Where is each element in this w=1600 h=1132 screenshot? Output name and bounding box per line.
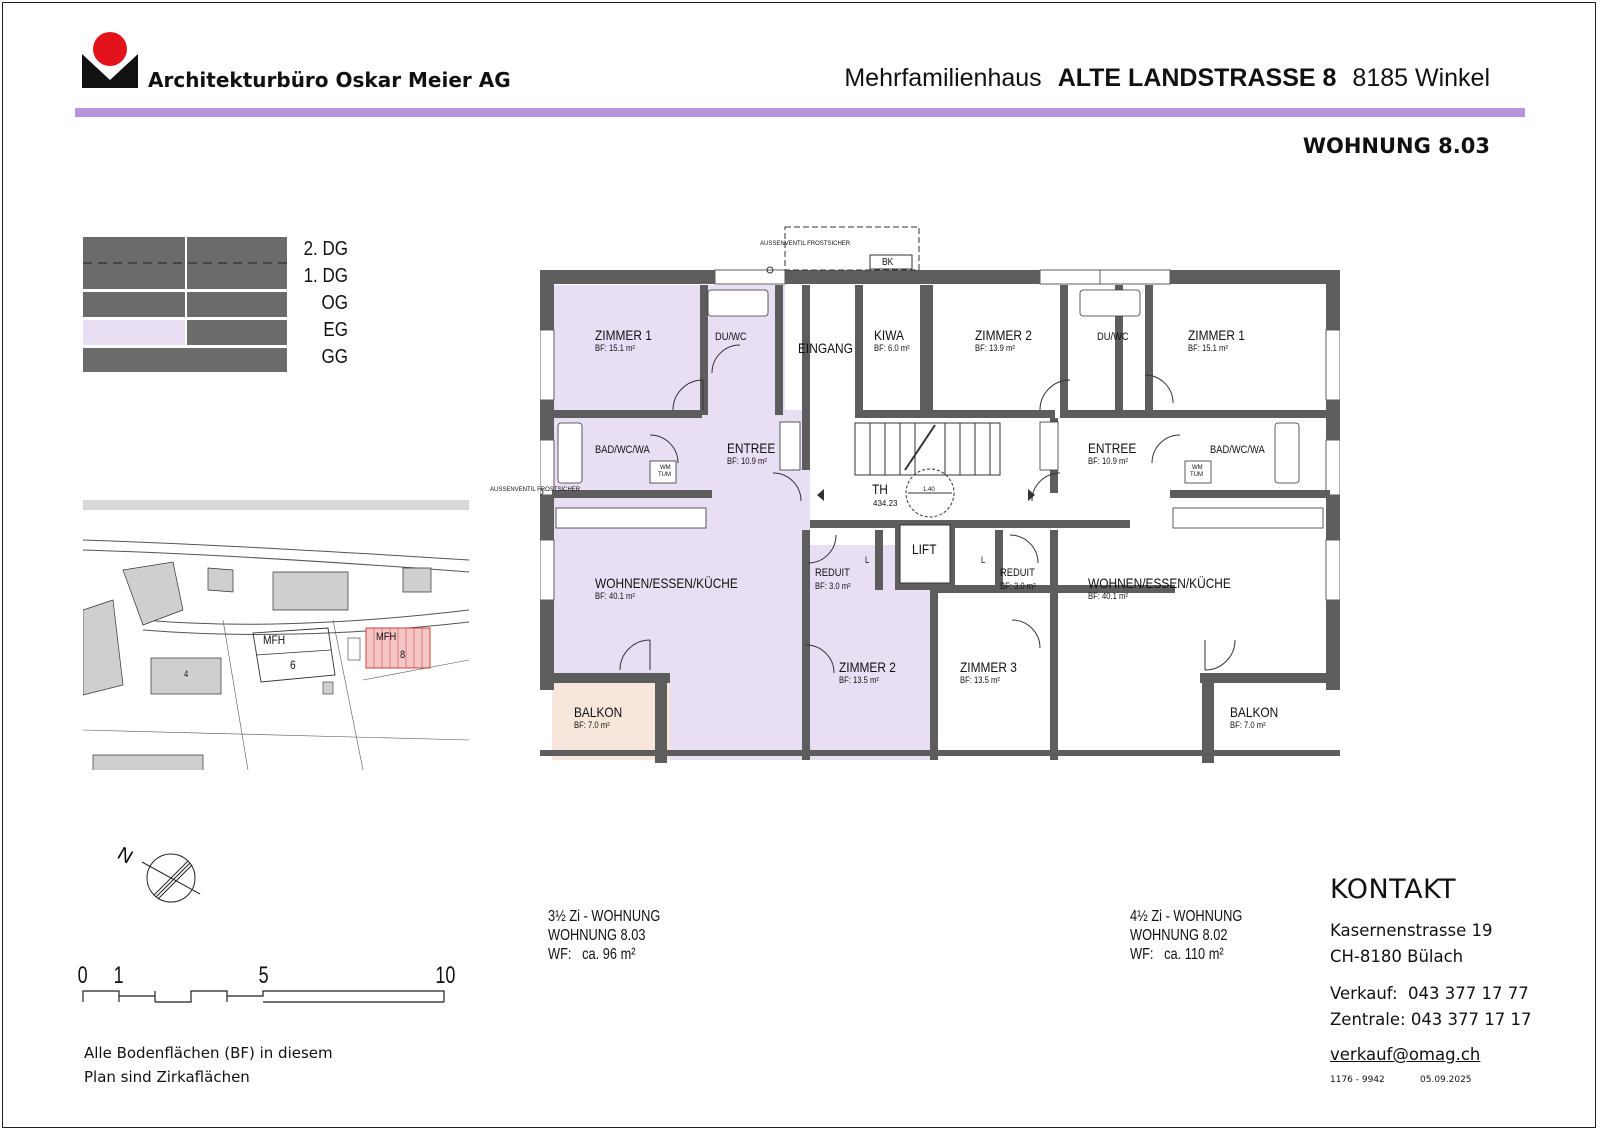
summary-unit: WOHNUNG 8.03 — [548, 927, 646, 944]
summary-unit: WOHNUNG 8.02 — [1130, 927, 1228, 944]
lift-label: LIFT — [912, 541, 937, 557]
highlighted-unit-cell — [83, 320, 185, 345]
project-location: 8185 Winkel — [1352, 64, 1490, 92]
floor-label-gg: GG — [321, 346, 348, 368]
tum-label-left: TUM — [658, 472, 671, 478]
firm-name: Architekturbüro Oskar Meier AG — [148, 68, 511, 92]
contact-central-phone[interactable]: Zentrale: 043 377 17 17 — [1330, 1010, 1532, 1029]
l-label-right: L — [981, 555, 986, 565]
l-label-left: L — [865, 555, 870, 565]
room-bad-right: BAD/WC/WA — [1210, 444, 1265, 456]
north-label: N — [114, 846, 136, 868]
contact-sales-phone[interactable]: Verkauf: 043 377 17 77 — [1330, 984, 1529, 1003]
unit-summary-802: 4½ Zi - WOHNUNG WOHNUNG 8.02 WF: ca. 110… — [1130, 907, 1242, 964]
tum-label-right: TUM — [1190, 472, 1203, 478]
summary-rooms: 4½ Zi - WOHNUNG — [1130, 908, 1243, 925]
unit-summary-803: 3½ Zi - WOHNUNG WOHNUNG 8.03 WF: ca. 96 … — [548, 907, 660, 964]
summary-area: WF: ca. 96 m² — [548, 946, 636, 963]
summary-rooms: 3½ Zi - WOHNUNG — [548, 908, 661, 925]
site-plan-drawing — [83, 500, 469, 770]
scale-label-5: 5 — [258, 962, 269, 989]
floor-label-eg: EG — [323, 319, 348, 341]
stair-level: 434.23 — [873, 499, 898, 508]
floor-stack — [83, 237, 287, 372]
floor-label-og: OG — [321, 292, 348, 314]
unit-title: WOHNUNG 8.03 — [1302, 134, 1490, 158]
north-arrow: N — [114, 846, 201, 903]
bk-label: BK — [882, 257, 894, 268]
floor-label-1dg: 1. DG — [303, 265, 348, 287]
wm-label-right: WM — [1192, 465, 1203, 471]
note-line-2: Plan sind Zirkaflächen — [84, 1068, 250, 1086]
scale-label-0: 0 — [77, 962, 88, 989]
company-logo — [82, 32, 138, 88]
exterior-valve-note-top: AUSSENVENTIL FROSTSICHER — [760, 241, 851, 247]
summary-area: WF: ca. 110 m² — [1130, 946, 1224, 963]
floor-plan: AUSSENVENTIL FROSTSICHER AUSSENVENTIL FR… — [490, 225, 1340, 780]
floor-plan-drawing — [540, 226, 1340, 763]
room-bad-left: BAD/WC/WA — [595, 444, 650, 456]
document-date: 05.09.2025 — [1420, 1075, 1472, 1085]
project-type: Mehrfamilienhaus — [844, 64, 1042, 92]
room-duwc-right: DU/WC — [1097, 331, 1129, 343]
site-building-4-number: 4 — [184, 669, 189, 679]
scale-label-1: 1 — [113, 962, 124, 989]
site-building-mfh8-label: MFH — [376, 631, 397, 643]
accent-bar — [75, 108, 1525, 117]
project-header: Mehrfamilienhaus ALTE LANDSTRASSE 8 8185 W… — [844, 64, 1490, 93]
contact-email-link[interactable]: verkauf@omag.ch — [1330, 1045, 1481, 1064]
site-building-mfh8-number: 8 — [400, 649, 406, 661]
stair-width: 1.40 — [923, 487, 935, 493]
contact-street: Kasernenstrasse 19 — [1330, 921, 1493, 940]
floor-stack-diagram — [83, 237, 287, 372]
exterior-valve-note-left: AUSSENVENTIL FROSTSICHER — [490, 487, 581, 493]
scale-label-10: 10 — [435, 962, 456, 989]
document-number: 1176 - 9942 — [1330, 1075, 1385, 1085]
room-duwc-left: DU/WC — [715, 331, 747, 343]
contact-title: KONTAKT — [1330, 874, 1457, 905]
contact-city: CH-8180 Bülach — [1330, 947, 1464, 966]
site-plan: MFH 6 MFH 8 4 — [83, 500, 469, 770]
room-eingang: EINGANG — [798, 340, 853, 356]
floor-label-2dg: 2. DG — [303, 238, 348, 260]
stair-label: TH — [872, 481, 888, 497]
scale-bar — [82, 990, 445, 1003]
site-building-mfh6-label: MFH — [263, 633, 286, 647]
site-building-mfh6-number: 6 — [290, 658, 296, 672]
project-address: ALTE LANDSTRASSE 8 — [1057, 64, 1337, 92]
note-line-1: Alle Bodenflächen (BF) in diesem — [84, 1044, 333, 1062]
wm-label-left: WM — [660, 465, 671, 471]
